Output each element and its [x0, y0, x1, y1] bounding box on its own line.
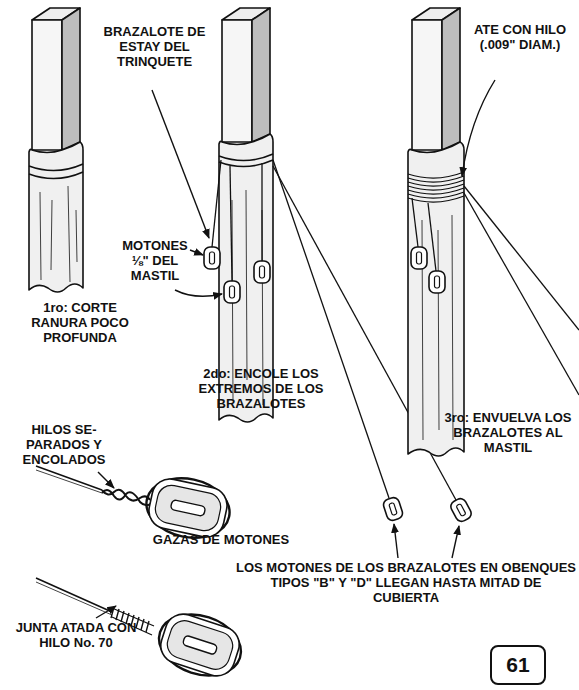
block-rim — [153, 483, 224, 533]
callout-label: BRAZALOTE DE ESTAY DEL TRINQUETE — [92, 24, 217, 69]
mast-face — [32, 20, 62, 150]
callout-label: 3ro: ENVUELVA LOS BRAZALOTES AL MASTIL — [440, 410, 576, 455]
block — [204, 247, 220, 269]
wire — [36, 578, 112, 612]
thread-wrap — [408, 172, 464, 202]
leader-line — [394, 524, 398, 558]
block-shell — [146, 476, 231, 541]
pennant-line — [261, 163, 262, 261]
block-shell — [156, 609, 244, 680]
wire — [36, 582, 112, 615]
mast-face — [412, 20, 442, 150]
pennant-end — [219, 154, 273, 161]
leader-line — [462, 80, 495, 176]
block — [224, 281, 240, 303]
wood-grain — [40, 186, 77, 282]
mast-side — [62, 8, 80, 150]
callout-label: HILOS SE- PARADOS Y ENCOLADOS — [16, 422, 112, 467]
pennant-line — [464, 186, 579, 330]
large-block — [151, 604, 249, 685]
pennant-end — [219, 160, 273, 167]
mast-cut-groove — [29, 8, 83, 292]
callout-label: ATE CON HILO (.009" DIAM.) — [470, 22, 570, 52]
eye-loop — [151, 604, 249, 685]
pennant-line — [412, 198, 418, 247]
mast-glued — [219, 8, 273, 422]
block — [411, 247, 427, 269]
callout-label: 1ro: CORTE RANURA POCO PROFUNDA — [14, 300, 146, 345]
block-rim — [164, 617, 237, 673]
leader-line — [190, 250, 203, 255]
pennant-line — [428, 203, 436, 271]
callout-label: MOTONES ⅛" DEL MASTIL — [118, 238, 192, 283]
wire — [36, 470, 102, 493]
leader-line — [175, 290, 222, 296]
wire — [36, 466, 102, 490]
leader-lines — [96, 80, 495, 618]
pennant-line — [212, 160, 221, 247]
mast-side — [252, 8, 270, 142]
wood-grain — [422, 215, 453, 440]
block — [382, 496, 404, 522]
block — [449, 497, 473, 524]
block — [429, 271, 445, 293]
pennant-line — [273, 160, 389, 498]
block — [254, 261, 270, 283]
callout-label: 2do: ENCOLE LOS EXTREMOS DE LOS BRAZALOT… — [190, 366, 332, 411]
figure-number: 61 — [506, 653, 529, 677]
block-slot — [170, 500, 205, 517]
groove-line — [29, 164, 83, 171]
leader-line — [152, 90, 209, 238]
groove-line — [29, 172, 83, 179]
callout-label: JUNTA ATADA CON HILO No. 70 — [10, 620, 142, 650]
pennant-lines — [412, 186, 579, 395]
mast-round — [29, 142, 83, 292]
mast-face — [222, 20, 252, 142]
leader-line — [98, 472, 114, 488]
callout-label: GAZAS DE MOTONES — [116, 532, 326, 547]
callout-label: LOS MOTONES DE LOS BRAZALOTES EN OBENQUE… — [236, 560, 576, 605]
block-slot — [182, 635, 217, 655]
leader-line — [452, 526, 459, 558]
leader-line — [96, 606, 116, 618]
pennant-line — [464, 193, 579, 395]
pennant-line — [230, 166, 232, 281]
mast-round — [408, 142, 464, 456]
figure-number-box: 61 — [490, 645, 546, 685]
mast-side — [442, 8, 460, 150]
twisted-strands — [102, 490, 152, 505]
mast-wrapped — [408, 8, 464, 456]
